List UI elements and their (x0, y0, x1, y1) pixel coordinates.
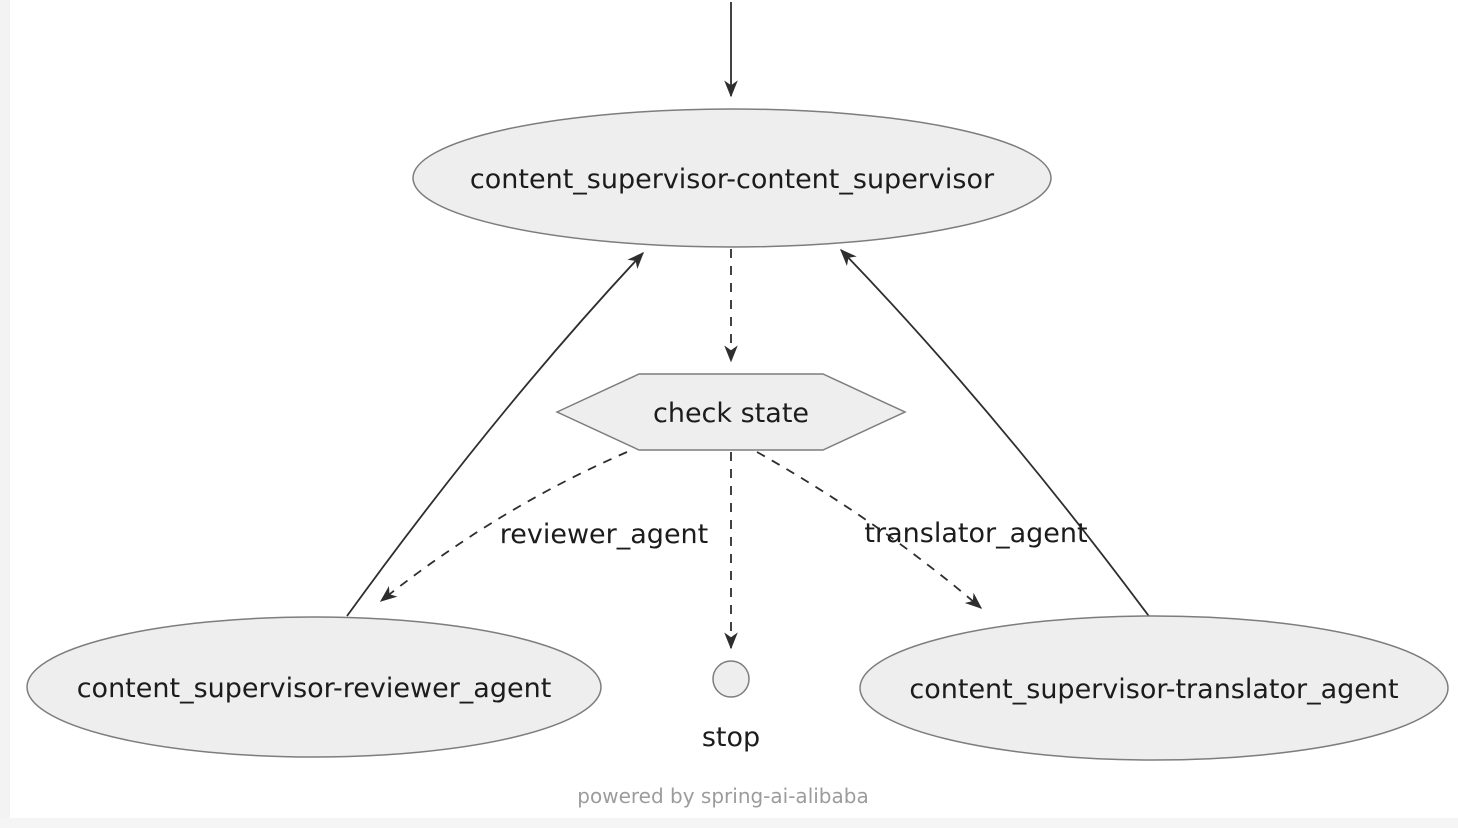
node-reviewer-agent: content_supervisor-reviewer_agent (26, 616, 602, 758)
footer-credit: powered by spring-ai-alibaba (577, 784, 868, 808)
stop-circle (712, 660, 750, 698)
bottom-edge-strip (0, 818, 1458, 828)
stop-label: stop (702, 722, 760, 753)
left-edge-strip (0, 0, 10, 828)
reviewer-agent-label: content_supervisor-reviewer_agent (77, 673, 552, 704)
edge-check-state-to-translator (756, 451, 983, 609)
translator-agent-ellipse (859, 615, 1449, 761)
content-supervisor-ellipse (412, 108, 1052, 248)
check-state-label: check state (653, 398, 809, 429)
edge-label-translator-agent: translator_agent (864, 518, 1087, 549)
content-supervisor-label: content_supervisor-content_supervisor (470, 164, 995, 195)
edge-label-reviewer-agent: reviewer_agent (500, 519, 709, 550)
edge-translator-to-supervisor (840, 248, 1152, 620)
edge-check-state-to-reviewer (379, 451, 628, 602)
node-content-supervisor: content_supervisor-content_supervisor (412, 108, 1052, 248)
node-check-state: check state (555, 373, 907, 451)
edge-reviewer-to-supervisor (346, 251, 644, 617)
node-stop: stop (702, 660, 760, 753)
node-translator-agent: content_supervisor-translator_agent (859, 615, 1449, 761)
reviewer-agent-ellipse (26, 616, 602, 758)
translator-agent-label: content_supervisor-translator_agent (909, 674, 1398, 705)
check-state-hexagon (555, 373, 907, 451)
